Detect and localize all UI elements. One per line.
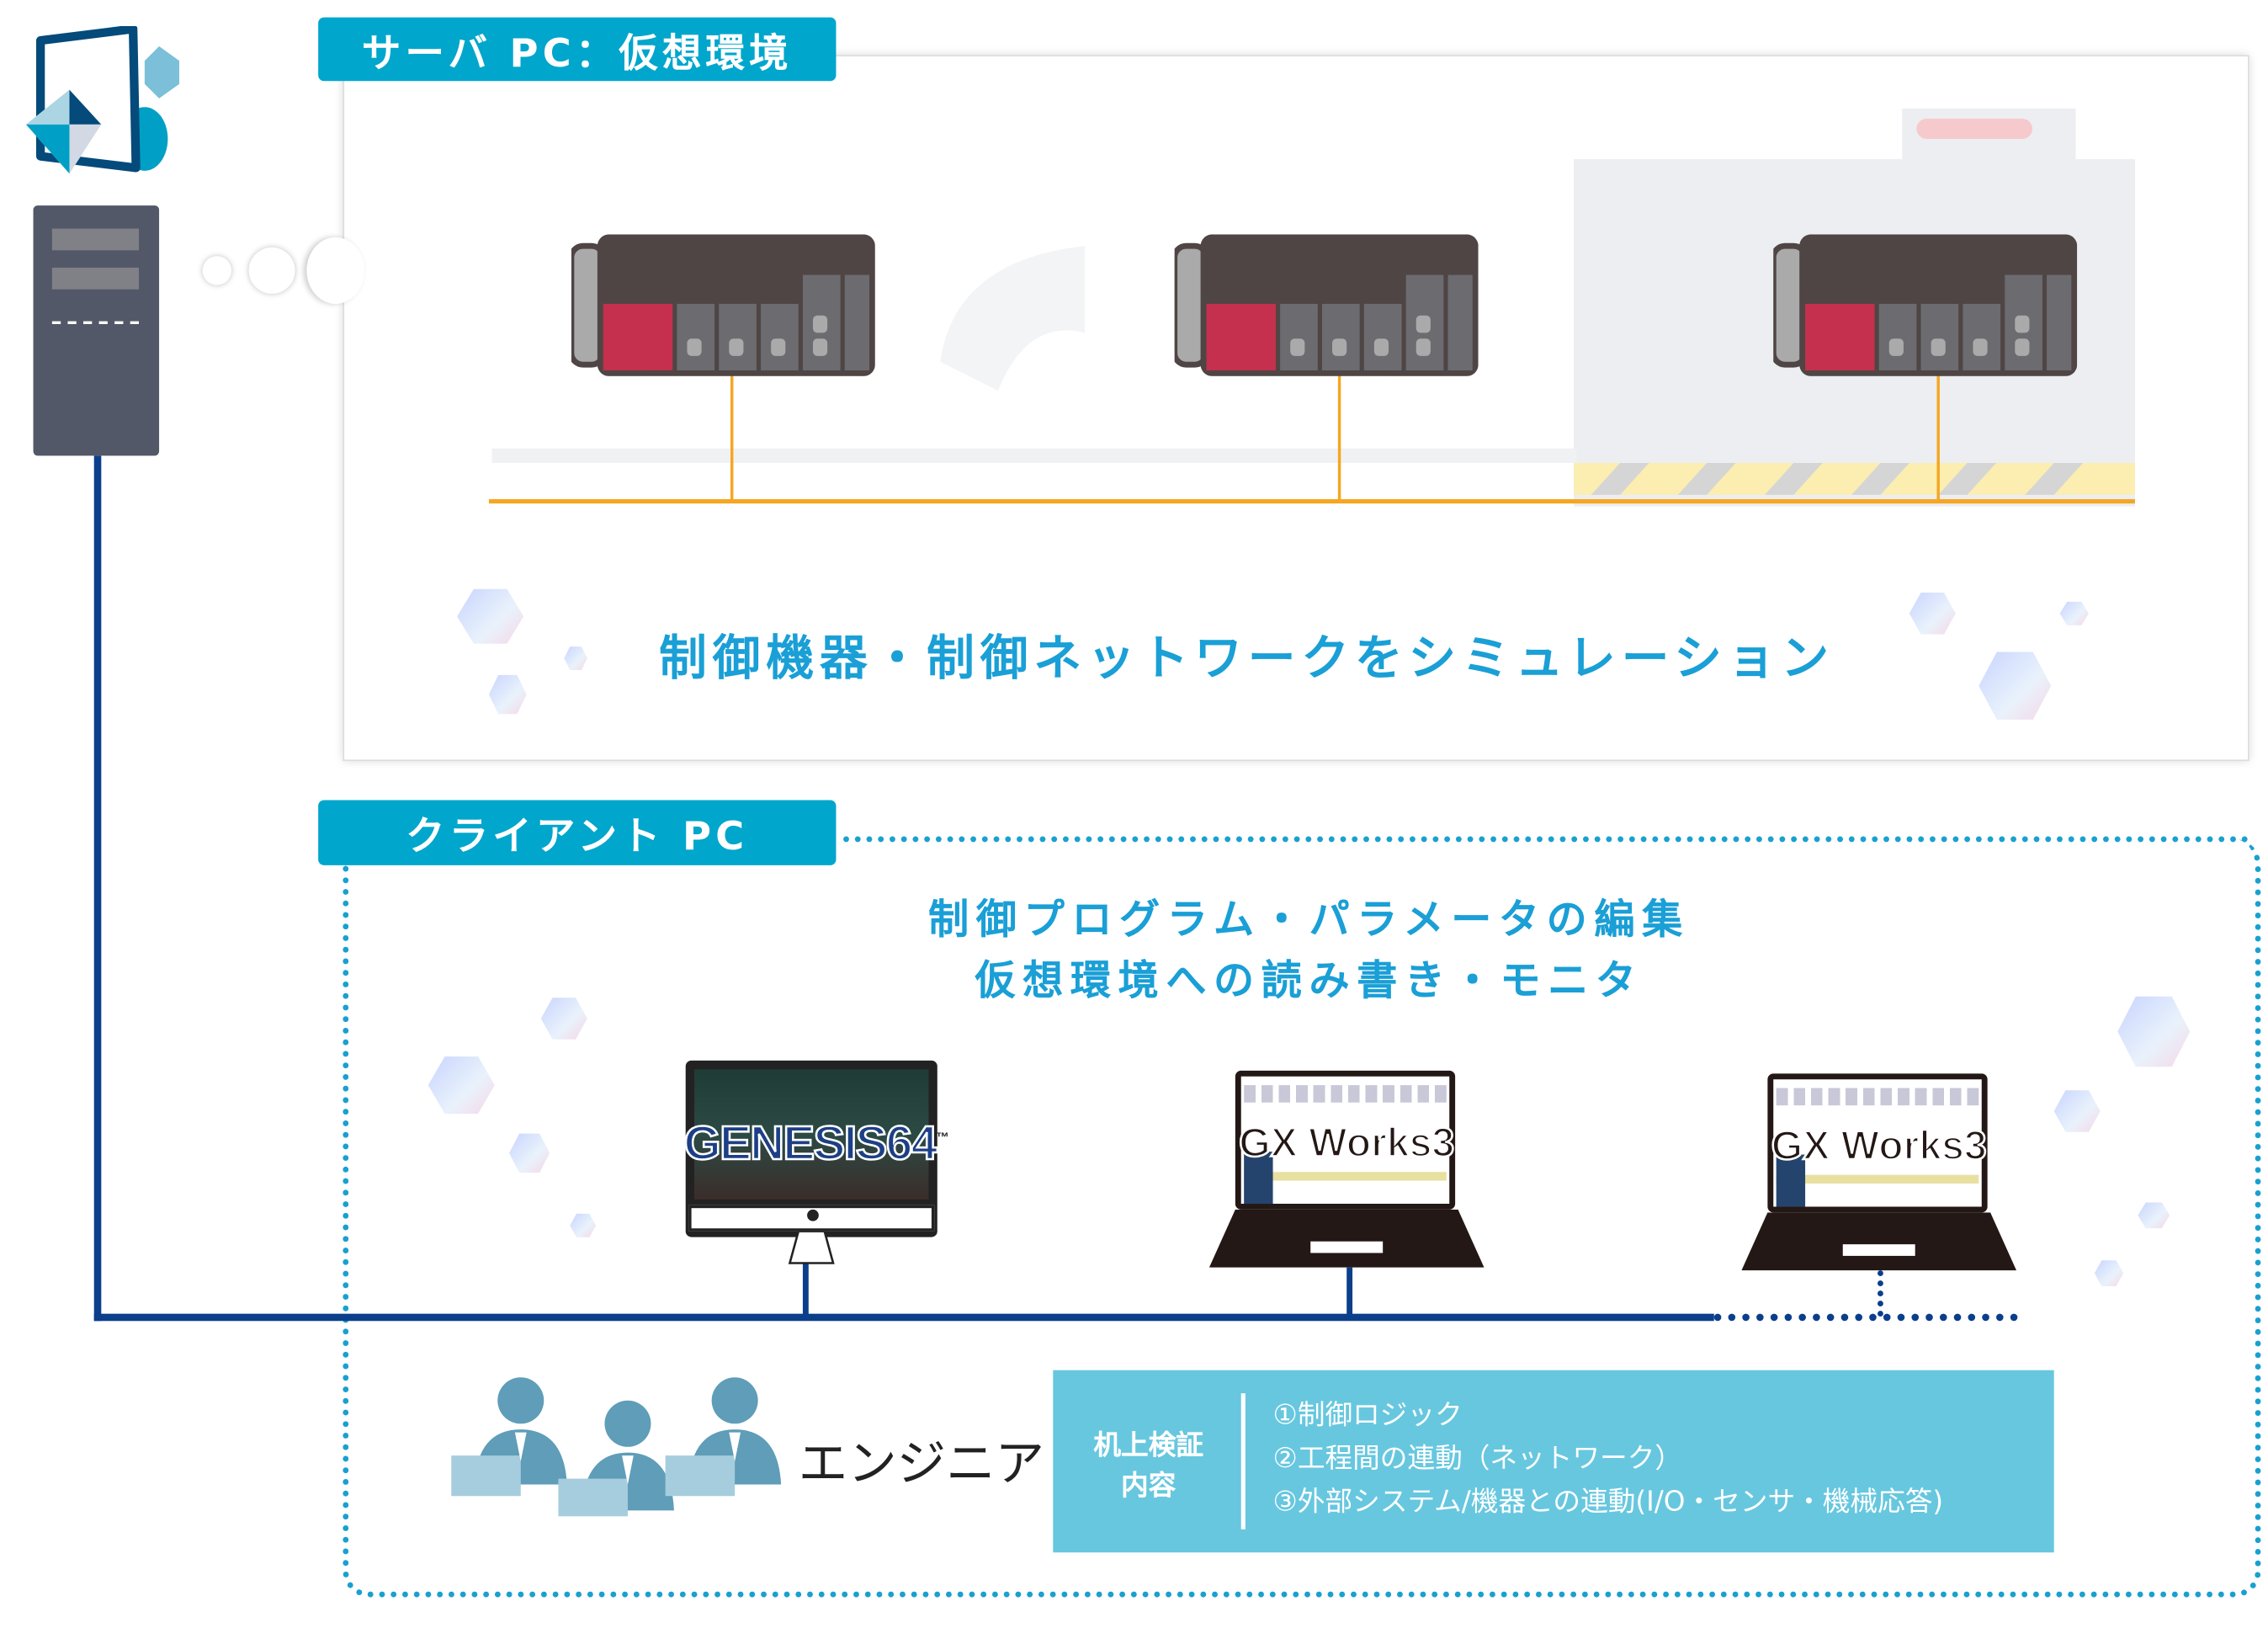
- network-cable: [93, 455, 102, 1322]
- thought-bubble-small: [202, 256, 232, 285]
- verification-item: ②工程間の連動（ネットワーク）: [1272, 1442, 1683, 1475]
- verification-box: 机上検証 内容 ①制御ロジック ②工程間の連動（ネットワーク） ③外部システム/…: [1053, 1370, 2054, 1553]
- plc-unit-1: [571, 234, 875, 376]
- laptop-gxworks3-2: GX Works3: [1741, 1073, 2017, 1273]
- server-tower-icon: [33, 205, 160, 456]
- network-cable: [1346, 1267, 1353, 1317]
- product-logo: [25, 25, 180, 174]
- network-cable: [802, 1261, 809, 1317]
- simulation-caption: 制御機器・制御ネットワークをシミュレーション: [659, 629, 1835, 686]
- monitor-genesis64: GENESIS64™: [683, 1060, 949, 1266]
- hexagon-decoration: [2053, 1090, 2101, 1132]
- gxworks3-logo-text: GX Works3: [1770, 1121, 1987, 1168]
- network-cable: [93, 1313, 1714, 1322]
- client-pc-area: [343, 838, 2261, 1598]
- client-pc-label: クライアント PC: [318, 800, 837, 865]
- server-pc-label: サーバ PC：仮想環境: [318, 17, 837, 82]
- engineers-label: エンジニア: [798, 1435, 1044, 1493]
- hazard-stripes: [1574, 463, 2135, 495]
- client-caption-line2: 仮想環境への読み書き・モニタ: [975, 956, 1644, 1004]
- verification-label: 机上検証 内容: [1073, 1425, 1224, 1506]
- divider: [1240, 1393, 1246, 1530]
- client-area-top-border: [843, 836, 2249, 843]
- engineers-icon: [451, 1377, 782, 1517]
- verification-label-line2: 内容: [1121, 1470, 1176, 1503]
- thought-bubble-medium: [248, 247, 295, 294]
- network-cable-wireless: [1713, 1313, 2018, 1322]
- verification-item: ③外部システム/機器との連動(I/O・センサ・機械応答): [1272, 1486, 1944, 1519]
- verification-item: ①制御ロジック: [1272, 1399, 1463, 1431]
- verification-label-line1: 机上検証: [1093, 1429, 1204, 1461]
- ethernet-line: [488, 498, 2135, 504]
- network-cable-wireless: [1878, 1270, 1883, 1317]
- client-caption-line1: 制御プログラム・パラメータの編集: [928, 895, 1690, 944]
- thought-bubble-large: [306, 237, 365, 304]
- plc-unit-3: [1773, 234, 2078, 376]
- laptop-gxworks3-1: GX Works3: [1208, 1070, 1485, 1270]
- genesis64-logo-text: GENESIS64: [683, 1115, 938, 1170]
- trademark: ™: [936, 1130, 948, 1145]
- gxworks3-logo-text: GX Works3: [1238, 1119, 1455, 1166]
- plc-unit-2: [1174, 234, 1479, 376]
